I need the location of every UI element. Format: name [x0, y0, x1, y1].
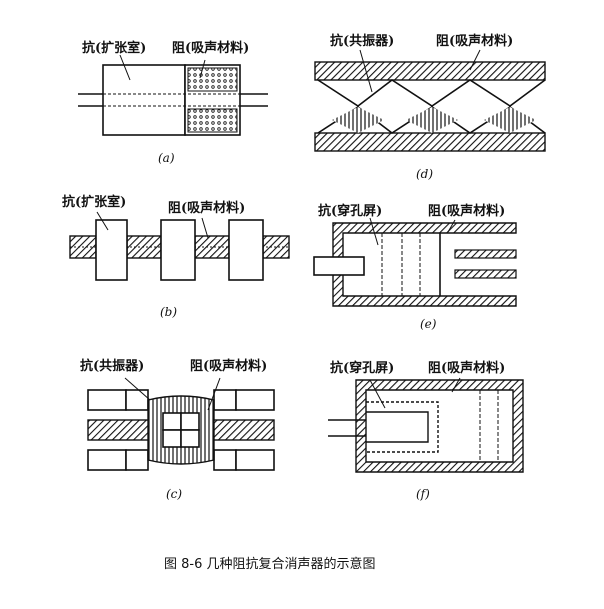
expansion-chamber [160, 219, 196, 281]
panel-c: 抗(共振器) 阻(吸声材料) (c) [80, 358, 275, 501]
label-reactive: 抗(扩张室) [82, 40, 146, 56]
subcaption-a: (a) [158, 151, 175, 165]
label-resistive: 阻(吸声材料) [428, 203, 505, 219]
label-resistive: 阻(吸声材料) [436, 33, 513, 49]
absorbent-lining [332, 222, 517, 307]
expansion-chamber [102, 64, 186, 136]
inlet-pipe [313, 256, 365, 276]
absorbent-lining [355, 379, 524, 473]
subcaption-e: (e) [420, 317, 437, 331]
label-reactive: 抗(扩张室) [62, 194, 126, 210]
panel-a: 抗(扩张室) 阻(吸声材料) (a) [78, 40, 268, 165]
label-reactive: 抗(穿孔屏) [318, 203, 382, 219]
subcaption-c: (c) [166, 487, 182, 501]
absorbent-lining [314, 132, 546, 152]
label-reactive: 抗(共振器) [330, 33, 394, 49]
absorbent-material [187, 67, 238, 92]
panel-f: 抗(穿孔屏) 阻(吸声材料) (f) [328, 360, 524, 501]
figure-caption: 图 8-6 几种阻抗复合消声器的示意图 [164, 556, 376, 572]
perforated-screen [366, 401, 439, 453]
label-reactive: 抗(穿孔屏) [330, 360, 394, 376]
resonator-wall [317, 79, 546, 107]
panel-d: 抗(共振器) 阻(吸声材料) (d) [314, 33, 546, 181]
absorbent-lining [314, 61, 546, 81]
absorbent-material [187, 108, 238, 133]
panel-e: 抗(穿孔屏) 阻(吸声材料) (e) [313, 203, 517, 331]
subcaption-d: (d) [416, 167, 433, 181]
expansion-chamber [95, 219, 128, 281]
label-resistive: 阻(吸声材料) [172, 40, 249, 56]
label-reactive: 抗(共振器) [80, 358, 144, 374]
panel-b: 抗(扩张室) 阻(吸声材料) (b) [62, 194, 290, 319]
label-resistive: 阻(吸声材料) [168, 200, 245, 216]
subcaption-f: (f) [416, 487, 430, 501]
expansion-chamber [228, 219, 264, 281]
label-resistive: 阻(吸声材料) [428, 360, 505, 376]
label-resistive: 阻(吸声材料) [190, 358, 267, 374]
subcaption-b: (b) [160, 305, 177, 319]
